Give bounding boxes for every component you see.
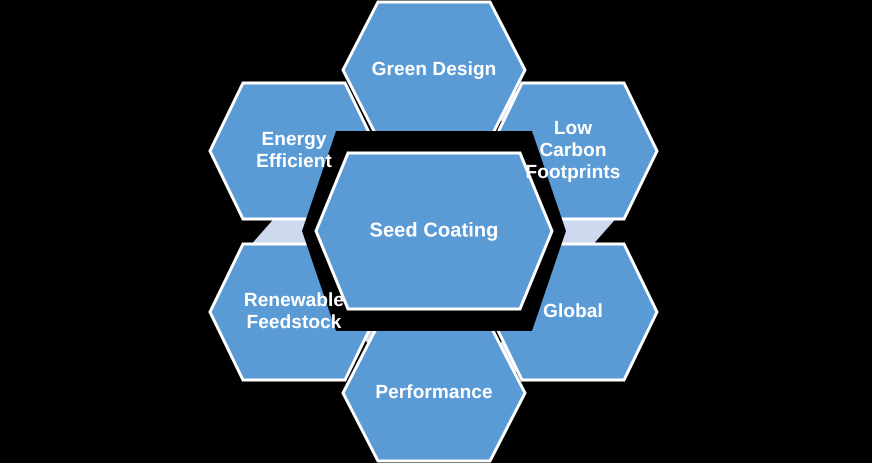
hexagon-performance[interactable] (341, 323, 527, 463)
hexagon-seed-coating[interactable] (314, 151, 554, 311)
hexagon-green-design[interactable] (341, 0, 527, 141)
